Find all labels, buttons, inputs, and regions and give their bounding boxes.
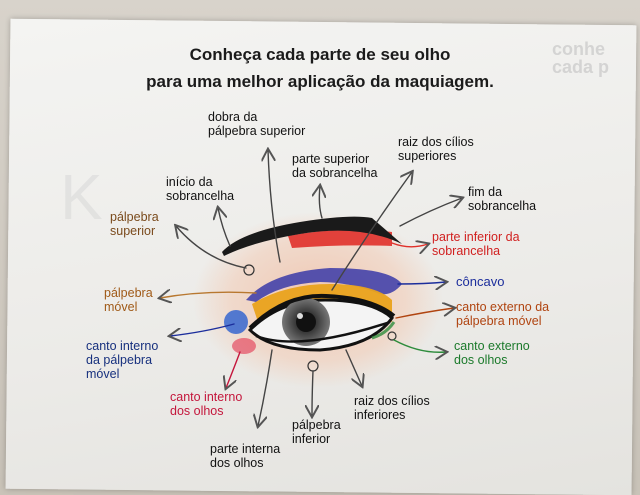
marker-circle-outer: [387, 331, 397, 341]
ghost-text-large: K: [60, 161, 109, 233]
arrow-palpebra-movel: [160, 292, 257, 298]
eye-diagram: [0, 0, 640, 480]
arrow-parte-inferior: [391, 243, 428, 247]
arrow-inicio: [218, 208, 231, 247]
arrow-palpebra-superior: [176, 226, 247, 269]
title-line-1: Conheça cada parte de seu olho: [189, 45, 451, 64]
arrow-fim: [399, 198, 462, 227]
inner-corner-pink: [232, 338, 256, 354]
arrow-raiz-inferiores: [345, 349, 362, 386]
crease-shadow: [246, 268, 402, 302]
arrow-canto-externo-movel: [395, 308, 454, 319]
lower-green: [371, 321, 396, 340]
eyebrow: [222, 216, 402, 256]
ghost-text-small: conhe cada p: [552, 39, 610, 77]
arrow-parte-interna: [258, 349, 273, 426]
iris-highlight: [297, 313, 303, 319]
brow-underside-red: [288, 229, 392, 248]
marker-circle-brow: [243, 264, 255, 276]
arrow-palpebra-inferior: [312, 370, 313, 416]
arrow-canto-interno-movel: [170, 323, 235, 336]
arrow-canto-interno-olhos: [226, 351, 241, 388]
arrow-parte-superior: [319, 186, 322, 219]
inner-corner-blue: [224, 310, 248, 334]
label-concavo: côncavo: [456, 274, 505, 289]
arrow-canto-externo-olhos: [393, 339, 446, 352]
arrow-concavo: [397, 282, 446, 284]
lower-lashes: [255, 320, 391, 343]
arrow-raiz-superiores: [331, 172, 412, 291]
upper-lashes: [248, 293, 396, 330]
title-line-2: para uma melhor aplicação da maquiagem.: [146, 72, 494, 91]
arrow-dobra: [268, 150, 281, 263]
